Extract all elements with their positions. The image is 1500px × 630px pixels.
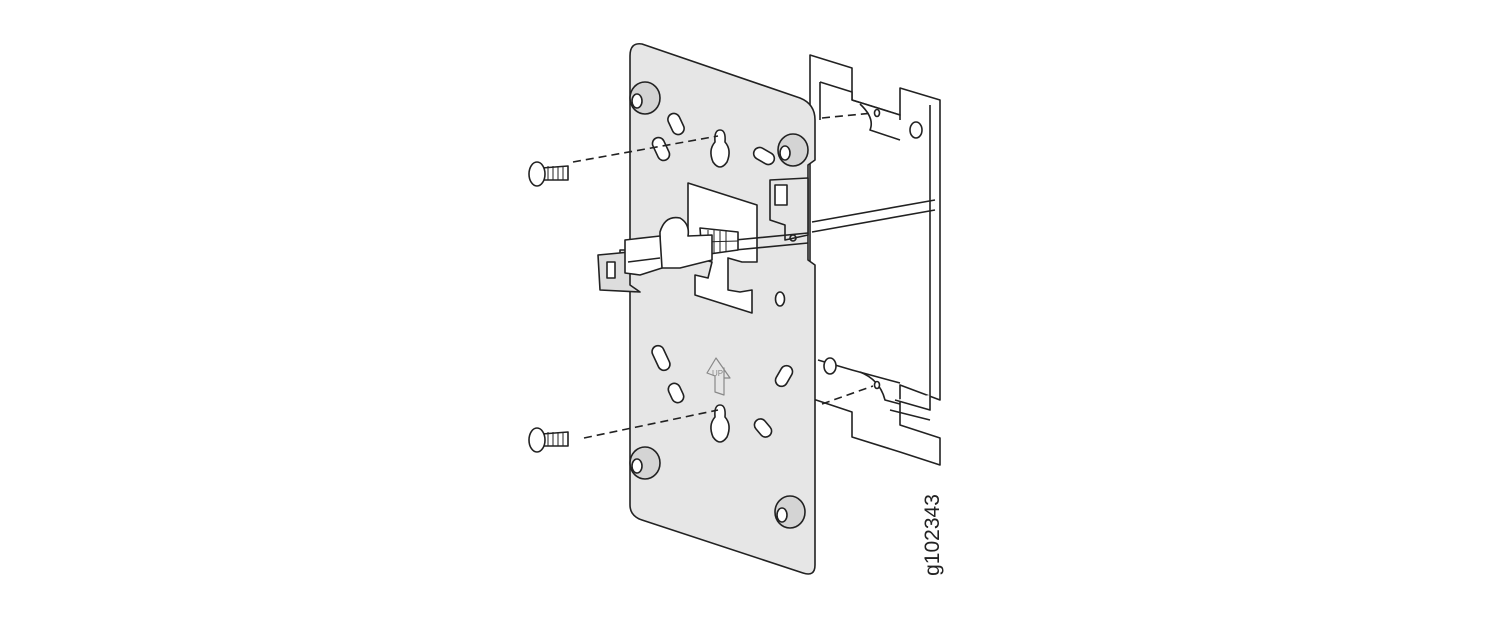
figure-id-label: g102343: [921, 494, 944, 576]
screw-top: [528, 161, 569, 187]
box-screw-hole-top: [873, 108, 881, 118]
slots: [651, 112, 794, 438]
mounting-bracket: UP: [597, 42, 816, 575]
rj45-plug: [624, 235, 663, 276]
keyhole-bottom: [710, 404, 730, 443]
svg-text:UP: UP: [712, 369, 723, 378]
keyhole-top: [710, 129, 730, 168]
standoffs: [629, 81, 809, 529]
up-arrow-icon: UP: [706, 357, 731, 396]
screw-guide-lines-front: [572, 135, 719, 439]
box-screw-hole-bottom: [873, 380, 881, 390]
screw-bottom: [528, 427, 569, 453]
box-rail: [811, 199, 936, 233]
electrical-box: [809, 54, 941, 466]
ethernet-cable: [624, 216, 809, 276]
screw-guide-lines: [821, 112, 874, 405]
